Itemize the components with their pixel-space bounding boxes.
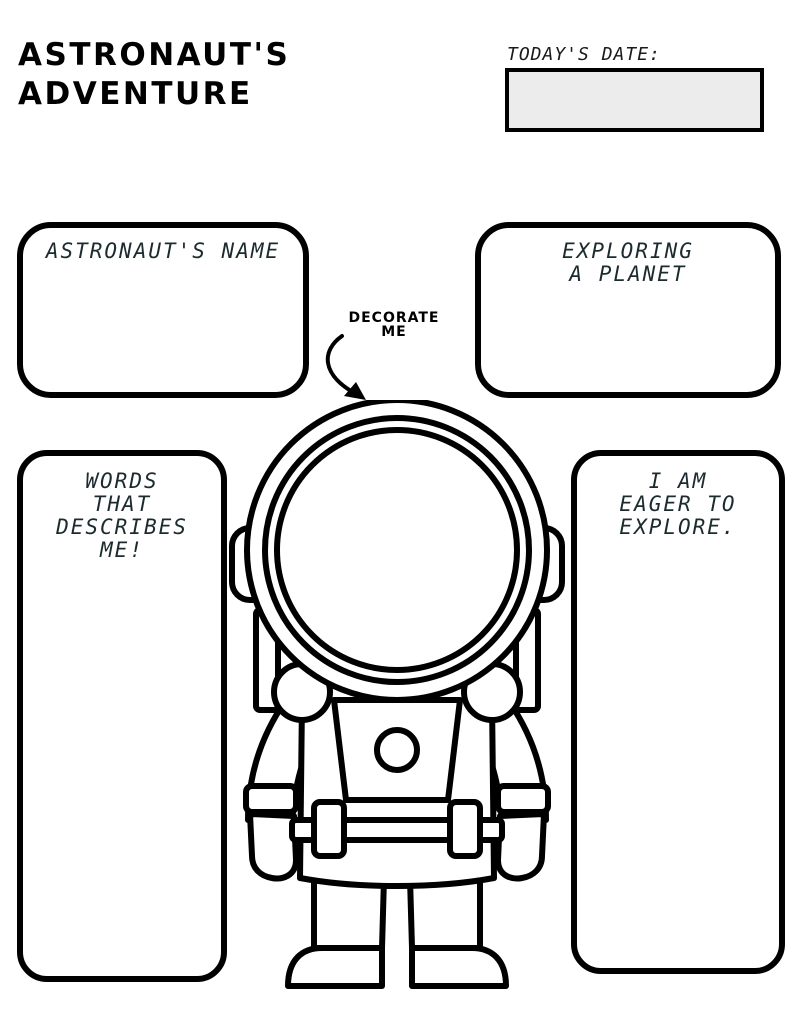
words-describe-me-box[interactable]: WORDS THAT DESCRIBES ME!	[17, 450, 227, 982]
chest-button	[374, 727, 420, 773]
curved-arrow-icon	[325, 334, 366, 400]
belt-buckle-left	[311, 799, 347, 859]
decorate-line-2: ME	[381, 324, 407, 340]
decorate-line-1: DECORATE	[348, 310, 440, 326]
astronaut-name-box[interactable]: ASTRONAUT'S NAME	[17, 222, 309, 398]
left-cuff	[243, 783, 299, 815]
decorate-me-callout: DECORATE ME	[336, 311, 452, 339]
date-label: TODAY'S DATE:	[507, 44, 661, 65]
left-glove	[247, 811, 299, 882]
eager-to-explore-box[interactable]: I AM EAGER TO EXPLORE.	[571, 450, 785, 974]
exploring-planet-box[interactable]: EXPLORING A PLANET	[475, 222, 781, 398]
left-boot	[285, 945, 385, 989]
astronaut-illustration[interactable]	[222, 400, 572, 1000]
title-line-1: ASTRONAUT'S	[18, 37, 291, 73]
astronaut-name-label: ASTRONAUT'S NAME	[45, 239, 281, 263]
helmet-visor[interactable]	[274, 427, 520, 673]
belt-buckle-right	[447, 799, 483, 859]
title-line-2: ADVENTURE	[18, 76, 253, 112]
right-boot	[409, 945, 509, 989]
exploring-planet-label: EXPLORING A PLANET	[562, 239, 694, 286]
eager-to-explore-label: I AM EAGER TO EXPLORE.	[619, 469, 737, 539]
right-glove	[495, 811, 547, 882]
date-field[interactable]	[505, 68, 764, 132]
right-cuff	[495, 783, 551, 815]
page-title: ASTRONAUT'S ADVENTURE	[18, 36, 290, 114]
words-describe-me-label: WORDS THAT DESCRIBES ME!	[56, 469, 188, 562]
